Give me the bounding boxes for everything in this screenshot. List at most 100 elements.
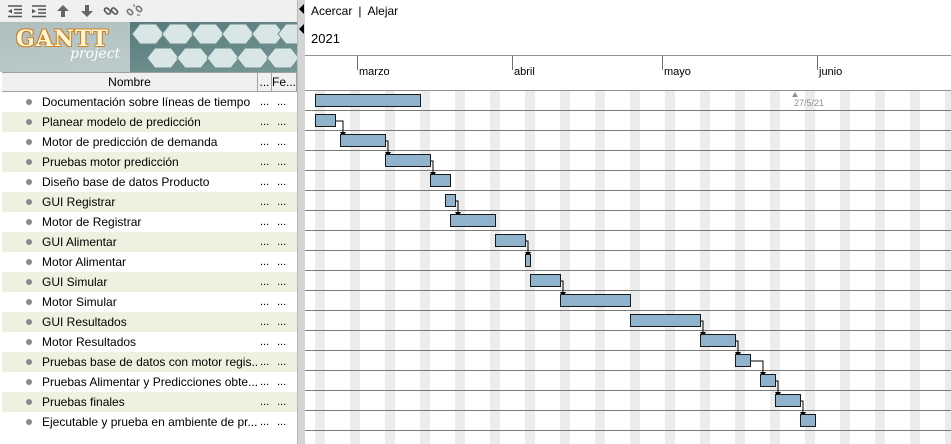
task-date-cell[interactable]: ... (277, 316, 287, 328)
task-bar[interactable] (700, 334, 736, 347)
task-bar[interactable] (800, 414, 816, 427)
task-date-cell[interactable]: ... (277, 116, 287, 128)
task-bar[interactable] (560, 294, 631, 307)
task-date-cell[interactable]: ... (277, 256, 287, 268)
task-name[interactable]: Motor de Registrar (42, 215, 142, 229)
table-row[interactable]: GUI Alimentar...... (2, 232, 297, 252)
task-date-cell[interactable]: ... (277, 216, 287, 228)
task-name[interactable]: Pruebas Alimentar y Predicciones obte... (42, 375, 258, 389)
table-row[interactable]: Documentación sobre líneas de tiempo....… (2, 92, 297, 112)
task-name[interactable]: Pruebas base de datos con motor regis... (42, 355, 258, 369)
task-duration-cell[interactable]: ... (260, 96, 270, 108)
task-duration-cell[interactable]: ... (260, 236, 270, 248)
unlink-icon[interactable] (126, 2, 146, 20)
table-row[interactable]: Pruebas motor predicción...... (2, 152, 297, 172)
task-date-cell[interactable]: ... (277, 136, 287, 148)
task-name[interactable]: Diseño base de datos Producto (42, 175, 210, 189)
table-row[interactable]: Motor Alimentar...... (2, 252, 297, 272)
task-bar[interactable] (340, 134, 386, 147)
task-name[interactable]: Motor Simular (42, 295, 117, 309)
task-duration-cell[interactable]: ... (260, 176, 270, 188)
task-date-cell[interactable]: ... (277, 396, 287, 408)
task-date-cell[interactable]: ... (277, 276, 287, 288)
task-name[interactable]: Motor Alimentar (42, 255, 127, 269)
task-bar[interactable] (430, 174, 451, 187)
zoom-out-link[interactable]: Alejar (367, 4, 399, 18)
table-row[interactable]: Motor Simular...... (2, 292, 297, 312)
task-bar[interactable] (385, 154, 431, 167)
task-duration-cell[interactable]: ... (260, 356, 270, 368)
task-bar[interactable] (760, 374, 776, 387)
task-duration-cell[interactable]: ... (260, 336, 270, 348)
task-name[interactable]: Documentación sobre líneas de tiempo (42, 95, 251, 109)
task-bar[interactable] (530, 274, 561, 287)
task-date-cell[interactable]: ... (277, 376, 287, 388)
link-icon[interactable] (102, 2, 122, 20)
move-down-icon[interactable] (78, 2, 98, 20)
table-row[interactable]: Pruebas finales...... (2, 392, 297, 412)
table-row[interactable]: Planear modelo de predicción...... (2, 112, 297, 132)
task-name[interactable]: Pruebas finales (42, 395, 125, 409)
task-bar[interactable] (315, 114, 336, 127)
outdent-icon[interactable] (6, 2, 26, 20)
task-date-cell[interactable]: ... (277, 196, 287, 208)
task-date-cell[interactable]: ... (277, 236, 287, 248)
column-header-date[interactable]: Fe... (272, 73, 297, 91)
task-duration-cell[interactable]: ... (260, 116, 270, 128)
table-row[interactable]: Pruebas Alimentar y Predicciones obte...… (2, 372, 297, 392)
column-header-name[interactable]: Nombre (2, 73, 258, 91)
table-row[interactable]: Motor de Registrar...... (2, 212, 297, 232)
task-duration-cell[interactable]: ... (260, 416, 270, 428)
task-date-cell[interactable]: ... (277, 156, 287, 168)
table-row[interactable]: Diseño base de datos Producto...... (2, 172, 297, 192)
task-date-cell[interactable]: ... (277, 356, 287, 368)
collapse-left-arrow-icon-2[interactable] (299, 24, 304, 34)
gantt-chart-area[interactable]: 27/5/21 (305, 91, 951, 444)
table-row[interactable]: Motor de predicción de demanda...... (2, 132, 297, 152)
task-date-cell[interactable]: ... (277, 416, 287, 428)
task-duration-cell[interactable]: ... (260, 296, 270, 308)
collapse-left-arrow-icon[interactable] (299, 4, 304, 14)
task-date-cell[interactable]: ... (277, 96, 287, 108)
task-bar[interactable] (735, 354, 751, 367)
pane-splitter[interactable] (297, 0, 305, 444)
indent-icon[interactable] (30, 2, 50, 20)
task-name[interactable]: GUI Simular (42, 275, 108, 289)
task-date-cell[interactable]: ... (277, 296, 287, 308)
task-duration-cell[interactable]: ... (260, 376, 270, 388)
task-name[interactable]: GUI Resultados (42, 315, 127, 329)
task-name[interactable]: Motor Resultados (42, 335, 137, 349)
task-duration-cell[interactable]: ... (260, 196, 270, 208)
task-name[interactable]: GUI Alimentar (42, 235, 117, 249)
table-row[interactable]: GUI Resultados...... (2, 312, 297, 332)
task-bar[interactable] (630, 314, 701, 327)
task-date-cell[interactable]: ... (277, 176, 287, 188)
task-bar[interactable] (775, 394, 801, 407)
task-bar[interactable] (445, 194, 456, 207)
task-duration-cell[interactable]: ... (260, 396, 270, 408)
table-row[interactable]: Motor Resultados...... (2, 332, 297, 352)
task-bar[interactable] (495, 234, 526, 247)
task-name[interactable]: Ejecutable y prueba en ambiente de pr... (42, 415, 258, 429)
task-duration-cell[interactable]: ... (260, 156, 270, 168)
task-duration-cell[interactable]: ... (260, 136, 270, 148)
task-duration-cell[interactable]: ... (260, 216, 270, 228)
task-bar[interactable] (315, 94, 421, 107)
table-row[interactable]: Pruebas base de datos con motor regis...… (2, 352, 297, 372)
table-row[interactable]: GUI Simular...... (2, 272, 297, 292)
table-row[interactable]: Ejecutable y prueba en ambiente de pr...… (2, 412, 297, 432)
task-duration-cell[interactable]: ... (260, 256, 270, 268)
task-name[interactable]: Planear modelo de predicción (42, 115, 201, 129)
move-up-icon[interactable] (54, 2, 74, 20)
task-bar[interactable] (525, 254, 531, 267)
zoom-in-link[interactable]: Acercar (311, 4, 353, 18)
task-name[interactable]: GUI Registrar (42, 195, 116, 209)
task-name[interactable]: Motor de predicción de demanda (42, 135, 218, 149)
task-date-cell[interactable]: ... (277, 336, 287, 348)
task-duration-cell[interactable]: ... (260, 316, 270, 328)
task-name[interactable]: Pruebas motor predicción (42, 155, 179, 169)
task-bar[interactable] (450, 214, 496, 227)
column-header-duration[interactable]: ... (258, 73, 272, 91)
table-row[interactable]: GUI Registrar...... (2, 192, 297, 212)
task-duration-cell[interactable]: ... (260, 276, 270, 288)
